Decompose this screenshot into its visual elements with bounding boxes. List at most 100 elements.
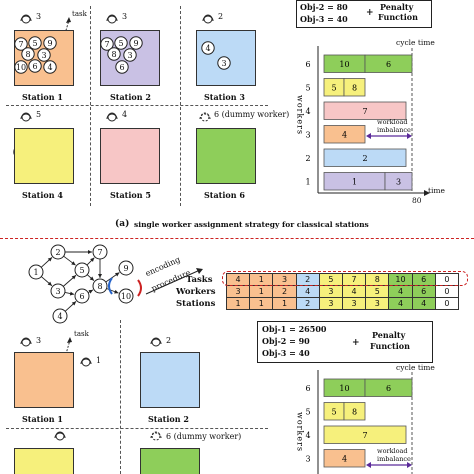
gantt-bar — [323, 425, 407, 444]
station-1-box-b — [14, 352, 74, 408]
gantt-bar — [323, 449, 366, 468]
worker-row-label: 4 — [305, 107, 310, 116]
task-cell: 0 — [434, 273, 459, 286]
task-node: 4 — [43, 60, 57, 74]
row-divider-b — [6, 428, 268, 429]
svg-text:6: 6 — [79, 292, 84, 301]
objectives-box — [296, 0, 432, 28]
svg-text:5: 5 — [118, 39, 123, 48]
cycle-time-label-b: cycle time — [396, 363, 435, 372]
graph-node: 1 — [28, 264, 44, 280]
imbalance-label-b: imbalance — [377, 455, 411, 463]
graph-node: 7 — [92, 244, 108, 260]
worker-row-label: 2 — [305, 154, 310, 163]
svg-text:2: 2 — [55, 248, 60, 257]
svg-text:7: 7 — [97, 248, 102, 257]
gantt-bar — [323, 148, 407, 167]
worker-row-label: 5 — [305, 83, 310, 92]
task-node: 7 — [100, 37, 114, 51]
gantt-bar — [343, 78, 366, 97]
worker-count: 2 — [218, 12, 224, 21]
cycle-time-label: cycle time — [396, 38, 435, 47]
worker-count: 2 — [166, 336, 172, 345]
objective-3: Obj-3 = 40 — [300, 14, 348, 24]
worker-icon — [80, 357, 92, 367]
gantt-bar-label: 8 — [352, 407, 357, 416]
svg-text:8: 8 — [111, 50, 116, 59]
task-node: 9 — [43, 36, 57, 50]
station-cell: 1 — [249, 297, 274, 310]
gantt-bar-label: 6 — [386, 60, 391, 69]
gantt-bar-label: 10 — [339, 384, 349, 393]
station-label: Station 6 — [204, 190, 245, 200]
blue-bracket — [108, 277, 113, 295]
gantt-bar-label: 4 — [342, 454, 347, 463]
svg-text:4: 4 — [57, 312, 62, 321]
task-node: 3 — [123, 48, 137, 62]
worker-row-label: 5 — [305, 407, 310, 416]
caption-text-a: single worker assignment strategy for cl… — [134, 220, 369, 229]
worker-count: 1 — [96, 356, 102, 365]
svg-text:9: 9 — [133, 39, 138, 48]
gantt-bar — [323, 101, 407, 120]
worker-count: 4 — [122, 110, 128, 119]
gantt-bar-label: 7 — [362, 107, 367, 116]
svg-text:6: 6 — [32, 62, 37, 71]
gantt-bar-label: 10 — [339, 60, 349, 69]
worker-row-label: 3 — [305, 130, 310, 139]
svg-text:1: 1 — [33, 268, 38, 277]
svg-text:8: 8 — [97, 282, 102, 291]
penalty-label: Penalty — [380, 2, 414, 12]
dummy-worker-icon — [150, 431, 162, 441]
worker-icon — [106, 14, 118, 24]
objective-1: Obj-1 = 26500 — [262, 324, 327, 334]
task-node: 6 — [115, 60, 129, 74]
gantt-bar-label: 5 — [331, 407, 336, 416]
graph-node: 4 — [52, 308, 68, 324]
column-divider — [180, 6, 181, 206]
panel-separator — [0, 238, 474, 239]
penalty-label: Penalty — [372, 330, 406, 340]
graph-node: 9 — [118, 260, 134, 276]
svg-text:7: 7 — [18, 40, 23, 49]
svg-text:9: 9 — [47, 39, 52, 48]
svg-text:10: 10 — [121, 292, 131, 301]
worker-icon — [20, 337, 32, 347]
objectives-box-b — [257, 321, 433, 363]
row-label-workers: Workers — [176, 287, 216, 297]
gantt-bar — [384, 172, 413, 191]
station-6-box — [196, 128, 256, 184]
dummy-worker-label: 6 (dummy worker) — [214, 110, 290, 119]
time-axis-label: time — [428, 186, 445, 195]
graph-node: 6 — [74, 288, 90, 304]
row-label-tasks: Tasks — [186, 275, 213, 285]
task-node: 9 — [129, 36, 143, 50]
station-label: Station 2 — [110, 92, 151, 102]
worker-icon — [20, 14, 32, 24]
task-label: task — [72, 10, 87, 18]
station-4-box-b — [140, 448, 200, 474]
graph-node: 8 — [92, 278, 108, 294]
worker-icon — [106, 112, 118, 122]
task-node: 7 — [14, 37, 28, 51]
gantt-bar-label: 2 — [362, 154, 367, 163]
gantt-bar-label: 6 — [386, 384, 391, 393]
station-2-box-b — [140, 352, 200, 408]
station-cell: 3 — [342, 297, 367, 310]
svg-text:5: 5 — [79, 266, 84, 275]
station-label: Station 1 — [22, 92, 63, 102]
gantt-bar — [323, 125, 366, 144]
worker-row-label: 3 — [305, 454, 310, 463]
worker-icon — [20, 112, 32, 122]
column-divider-b — [120, 320, 121, 474]
gantt-bar-label: 4 — [342, 130, 347, 139]
plus-sign: + — [366, 8, 374, 18]
svg-text:3: 3 — [221, 59, 226, 68]
tasks-row-highlight — [222, 271, 468, 286]
worker-count: 3 — [36, 336, 42, 345]
dummy-worker-label: 6 (dummy worker) — [166, 432, 242, 441]
worker-icon — [150, 337, 162, 347]
objective-3: Obj-3 = 40 — [262, 348, 310, 358]
